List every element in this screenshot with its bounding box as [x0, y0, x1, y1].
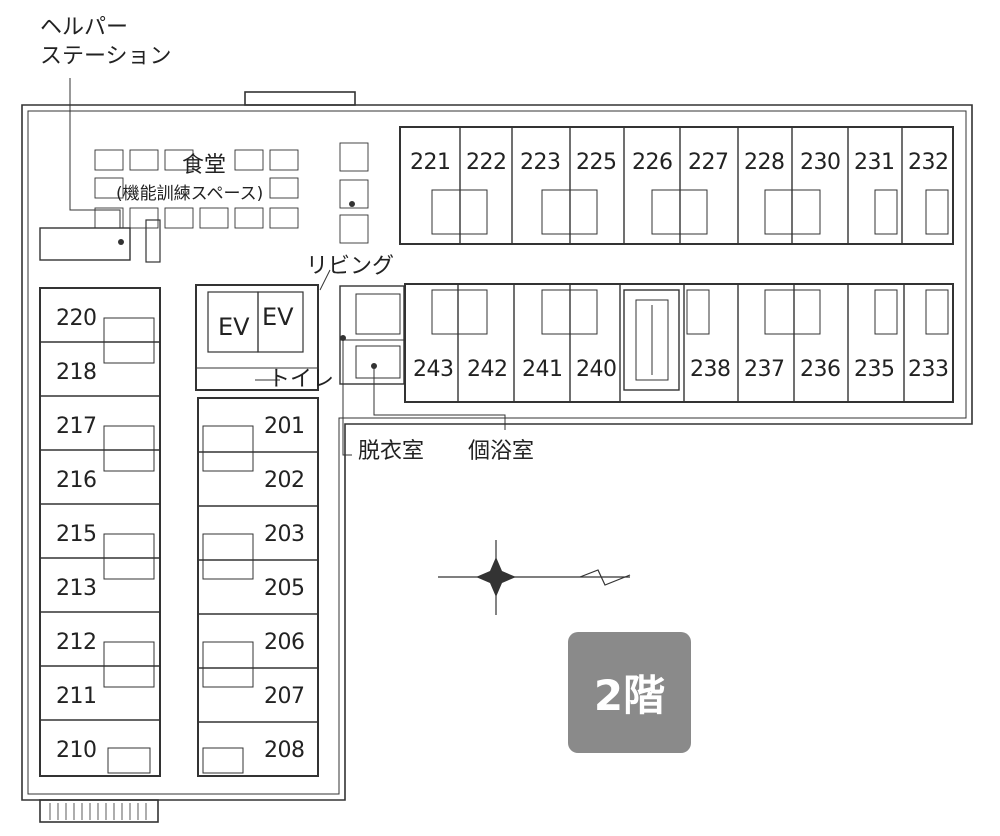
elevator-core	[195, 284, 319, 391]
room-label: 226	[632, 150, 673, 175]
room-label: 202	[264, 468, 305, 493]
room-label: 210	[56, 738, 97, 763]
helper-station-label-line1: ヘルパー	[40, 15, 129, 40]
room-label: 223	[520, 150, 561, 175]
stair-bottom	[39, 799, 159, 823]
helper-station	[39, 227, 131, 261]
room-label: 208	[264, 738, 305, 763]
room-label: 216	[56, 468, 97, 493]
compass	[438, 540, 631, 615]
room-label: 203	[264, 522, 305, 547]
room-label: 213	[56, 576, 97, 601]
building-outline	[21, 104, 973, 801]
room-label: 212	[56, 630, 97, 655]
room-label: 240	[576, 357, 617, 382]
room-label: 225	[576, 150, 617, 175]
ev-label-1: EV	[218, 313, 250, 341]
room-block-top	[399, 126, 954, 245]
dressing-room-label: 脱衣室	[358, 439, 425, 464]
room-label: 231	[854, 150, 895, 175]
living-label: リビング	[306, 254, 395, 279]
room-label: 201	[264, 414, 305, 439]
room-label: 206	[264, 630, 305, 655]
room-label: 227	[688, 150, 729, 175]
room-label: 218	[56, 360, 97, 385]
room-label: 220	[56, 306, 97, 331]
room-label: 230	[800, 150, 841, 175]
room-label: 236	[800, 357, 841, 382]
room-label: 242	[467, 357, 508, 382]
ev-label-2: EV	[262, 303, 294, 331]
private-bath-label: 個浴室	[468, 439, 535, 464]
helper-station-label-line2: ステーション	[40, 44, 172, 69]
stairwell	[623, 289, 680, 391]
room-label: 215	[56, 522, 97, 547]
room-label: 243	[413, 357, 454, 382]
dining-label: 食堂	[182, 153, 227, 178]
room-label: 222	[466, 150, 507, 175]
room-block-left	[39, 287, 161, 777]
room-label: 211	[56, 684, 97, 709]
room-label: 221	[410, 150, 451, 175]
room-label: 232	[908, 150, 949, 175]
toilet-label: トイレ	[268, 367, 335, 392]
room-label: 238	[690, 357, 731, 382]
room-label: 235	[854, 357, 895, 382]
room-label: 233	[908, 357, 949, 382]
room-label: 228	[744, 150, 785, 175]
room-label: 241	[522, 357, 563, 382]
room-block-right	[197, 397, 319, 777]
room-label: 217	[56, 414, 97, 439]
room-label: 207	[264, 684, 305, 709]
room-block-mid	[404, 283, 954, 403]
dining-sub-label: (機能訓練スペース)	[116, 184, 264, 204]
room-label: 237	[744, 357, 785, 382]
floor-badge: 2階	[568, 632, 691, 753]
room-label: 205	[264, 576, 305, 601]
